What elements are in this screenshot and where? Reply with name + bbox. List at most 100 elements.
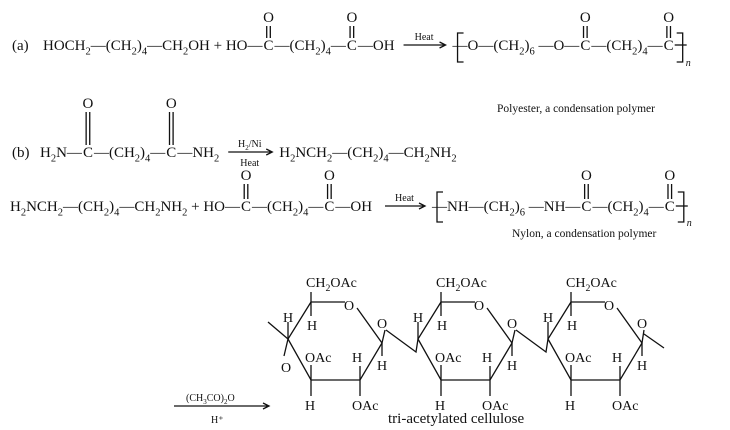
hydroxyl-end: —OH [357,38,395,54]
double-bond [168,112,174,145]
oac-group: OAc [352,399,378,414]
glycosidic-oxygen: O [377,317,387,332]
subscript: 2 [182,208,187,219]
methylene-chain: —(CH2)4— [251,199,324,219]
polyester-repeat-unit: —O—(CH2)6 —O— [452,38,581,58]
glycosidic-bond [511,329,549,354]
formula-text: ) [298,199,303,215]
subscript: 2 [135,154,140,165]
subscript: 2 [632,47,637,58]
right-bracket [676,32,684,63]
subscript: 3 [203,398,207,406]
subscript: 4 [145,154,151,165]
pyranose-ring [547,301,643,381]
reaction-label-a: (a) [12,38,29,54]
arrow-label-heat: Heat [240,158,259,169]
subscript: 2 [51,154,56,165]
glycosidic-oxygen: O [507,317,517,332]
carbonyl-carbon: C [665,199,675,215]
ch2oac-group: CH2OAc [436,276,487,294]
polyester-caption: Polyester, a condensation polymer [497,103,655,115]
reaction-nylon: H2NCH2—(CH2)4—CH2NH2 + HO— C —(CH2)4— C … [10,168,692,240]
ring-substituent-bonds [417,292,513,396]
carbonyl-carbon: C [166,145,176,161]
formula-text: — [330,38,347,54]
formula-text: OH + HO— [188,38,263,54]
formula-text: —CH [146,38,183,54]
formula-text: —(CH [251,199,293,215]
formula-text: OAc [590,276,616,291]
formula-text: ) [140,145,145,161]
ring-oxygen: O [474,299,484,314]
subscript: 6 [520,208,525,219]
formula-text: —NH— [525,199,581,215]
h-atom: H [307,319,317,334]
h-atom: H [543,311,553,326]
carbonyl-oxygen: O [324,168,335,184]
formula-text: OAc [460,276,486,291]
cellulose-caption: tri-acetylated cellulose [388,411,525,427]
formula-text: — [647,38,664,54]
formula-text: ) [321,38,326,54]
double-bond [349,26,355,38]
formula-text: NCH [295,145,327,161]
formula-text: —(CH [62,199,104,215]
subscript: 4 [326,47,332,58]
carbonyl-oxygen: O [166,96,177,112]
reaction-a: (a) HOCH2—(CH2)4—CH2OH + HO— C —(CH2)4— … [12,10,691,115]
formula-text: — [149,145,166,161]
double-bond [667,184,673,199]
formula-text: H [279,145,290,161]
double-bond [326,184,332,199]
subscript: 2 [585,283,590,294]
subscript: 2 [132,47,137,58]
formula-text: —(CH [331,145,373,161]
amine-end: —NH2 [176,145,219,165]
formula-text: O [227,393,234,404]
formula-text: HOCH [43,38,86,54]
glycosidic-bond [381,329,419,354]
carbonyl-oxygen: O [664,168,675,184]
h-atom: H [377,359,387,374]
formula-text: CO) [207,393,224,404]
carbonyl-carbon: C [324,199,334,215]
ring-oxygen: O [344,299,354,314]
formula-text: OAc [330,276,356,291]
subscript: 4 [644,208,650,219]
formula-text: CH [566,276,585,291]
formula-text: N— [56,145,83,161]
left-bracket [436,191,443,223]
h-atom: H [283,311,293,326]
subscript: 2 [58,208,63,219]
reagent-acid: H⁺ [211,415,224,426]
h-atom: H [352,351,362,366]
subscript: 2 [315,47,320,58]
nylon-repeat-unit: —NH—(CH2)6 —NH— [431,199,581,219]
carbonyl-double-bonds [85,26,673,199]
methylene-chain: —(CH2)4— [274,38,347,58]
h-atom: H [565,399,575,414]
subscript: 2 [21,208,26,219]
carbonyl-oxygen: O [346,10,357,26]
reaction-arrow [174,402,271,410]
subscript: 4 [114,208,120,219]
formula-text: NCH [26,199,58,215]
subscript: 2 [451,154,456,165]
carbonyl-oxygen: O [263,10,274,26]
ring-oxygen: O [604,299,614,314]
formula-text: —NH [176,145,214,161]
formula-text: —(CH [274,38,316,54]
h-atom: H [482,351,492,366]
hydroxyl-end: —OH [334,199,372,215]
hexamethylenediamine: H2NCH2—(CH2)4—CH2NH2 [279,145,456,165]
chain-end-bond [641,329,665,349]
h-atom: H [435,399,445,414]
reagent-acetic-anhydride: (CH3CO)2O [186,393,235,406]
h-atom: H [413,311,423,326]
formula-text: NH [430,145,452,161]
h-atom: H [507,359,517,374]
formula-text: —O—(CH [452,38,520,54]
